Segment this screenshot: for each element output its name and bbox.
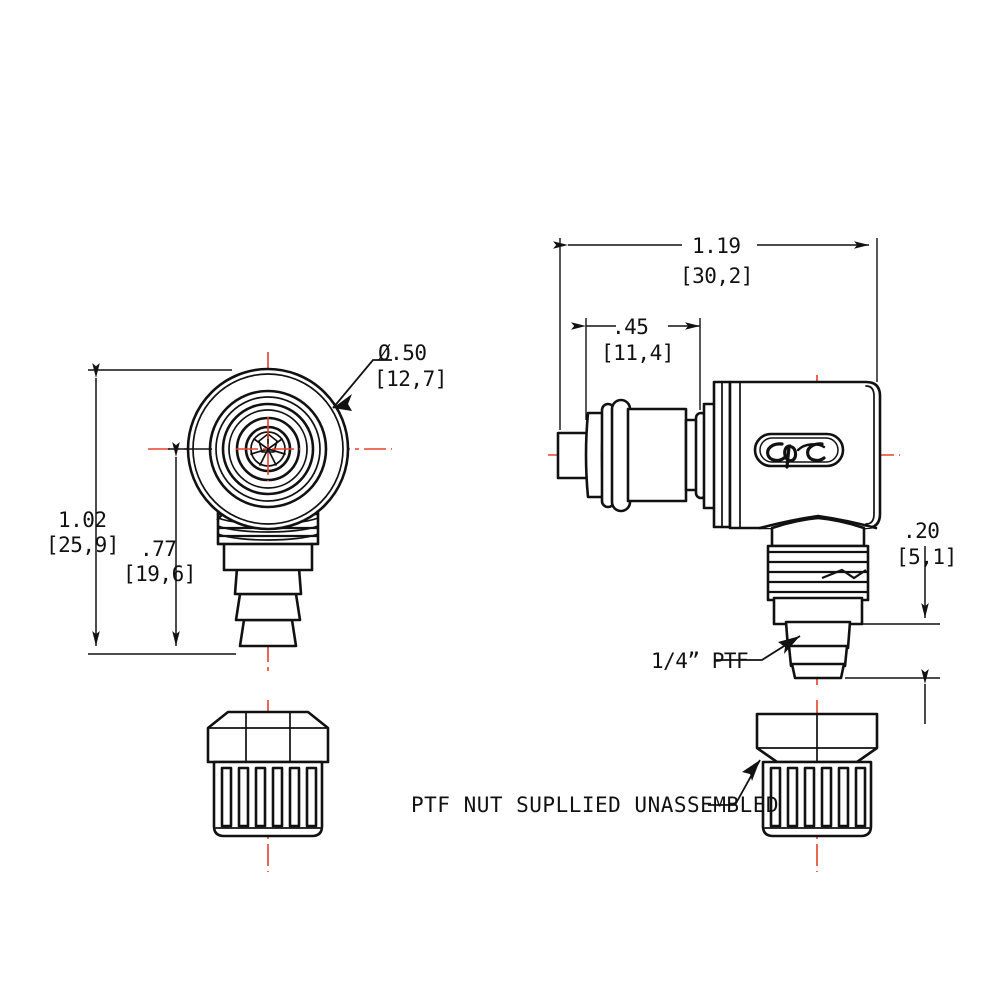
side-view-stem-tip <box>556 431 590 480</box>
dim-body-height-inch: .77 <box>140 537 176 561</box>
dim-face-diameter-mm: [12,7] <box>374 367 447 391</box>
leader-arrow-face-diameter <box>333 394 352 411</box>
nut-left-knurl <box>220 766 318 828</box>
ptf-nut-front-view <box>206 700 330 872</box>
callout-nut-note: PTF NUT SUPLLIED UNASSEMBLED <box>411 793 779 817</box>
front-view-ring-4 <box>228 409 308 489</box>
leader-face-diameter <box>332 359 392 409</box>
front-end-view <box>148 352 392 672</box>
dim-overall-length-inch: 1.19 <box>692 234 741 258</box>
side-view-shoulder <box>772 596 864 626</box>
cpc-logo <box>753 432 845 469</box>
side-view-body-edge-right <box>865 385 875 525</box>
side-view-stem-barrel <box>626 407 688 503</box>
dim-overall-height-mm: [25,9] <box>46 533 119 557</box>
nut-note-group: PTF NUT SUPLLIED UNASSEMBLED <box>411 759 779 817</box>
side-view-hose-barb <box>784 620 852 680</box>
nut-left-hex <box>206 710 330 764</box>
dim-barb-height-inch: .20 <box>903 519 939 543</box>
nut-right-knurl <box>769 766 867 828</box>
front-view-hose-barb <box>233 566 303 648</box>
side-view-thread <box>766 544 870 602</box>
dim-face-diameter-inch: Ø.50 <box>378 341 427 365</box>
dim-body-height-mm: [19,6] <box>123 562 196 586</box>
leader-arrow-thread-size <box>778 636 800 654</box>
leader-arrow-nut-note <box>742 760 760 781</box>
right-side-view <box>548 375 900 690</box>
dim-insert-length-mm: [11,4] <box>601 341 674 365</box>
dim-insert-length-inch: .45 <box>612 315 648 339</box>
side-view-dimensions: 1.19 [30,2] .45 [11,4] .20 [5,1] 1/4” PT… <box>553 234 957 724</box>
front-view-dimensions: 1.02 [25,9] .77 [19,6] Ø.50 [12,7] <box>46 341 447 655</box>
callout-thread-size: 1/4” PTF <box>651 649 748 673</box>
side-view-thread-top <box>770 516 866 548</box>
dim-barb-height-mm: [5,1] <box>896 545 957 569</box>
ptf-nut-side-view <box>755 700 879 872</box>
front-view-ring-2 <box>215 396 321 502</box>
dim-overall-height-inch: 1.02 <box>58 508 107 532</box>
dim-overall-length-mm: [30,2] <box>680 264 753 288</box>
